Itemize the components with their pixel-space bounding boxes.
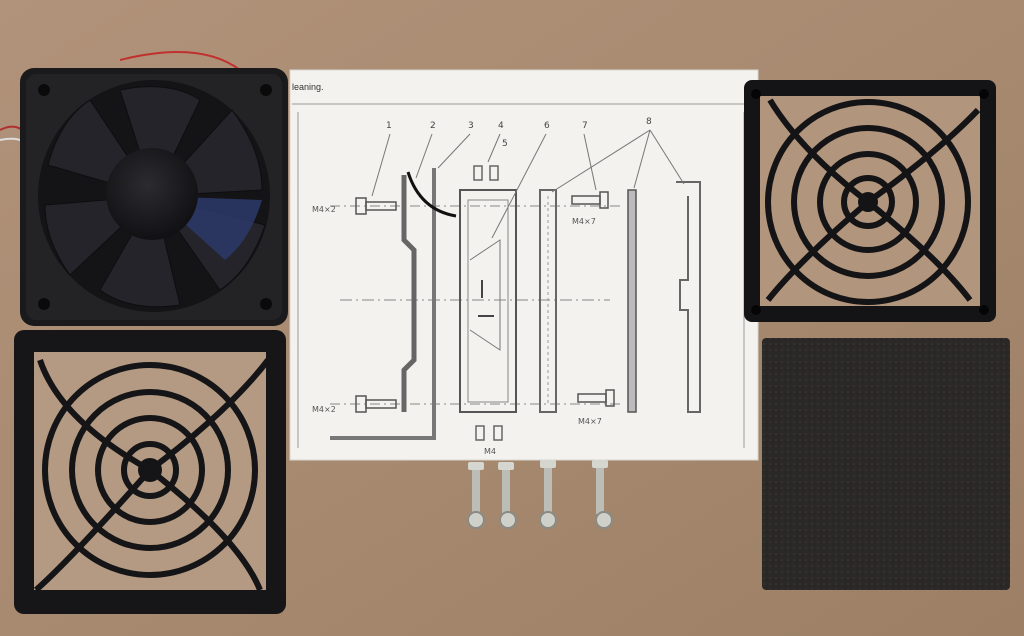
screw-icon: [467, 462, 485, 529]
part-number-7: 7: [582, 121, 588, 131]
callout-screw-right-top: M4×7: [572, 217, 596, 226]
part-number-5: 5: [502, 139, 508, 149]
mounting-screws: [467, 460, 613, 529]
callout-screw-left-top: M4×2: [312, 205, 336, 214]
screw-icon: [592, 460, 613, 529]
screw-icon: [498, 462, 517, 529]
fan-grill-right: [744, 80, 996, 322]
foam-filter: [762, 338, 1010, 590]
part-number-6: 6: [544, 121, 550, 131]
callout-screw-left-bottom: M4×2: [312, 405, 336, 414]
fan-unit: [0, 51, 288, 326]
callout-nut-bottom: M4: [484, 447, 496, 456]
part-number-4: 4: [498, 121, 504, 131]
part-number-8: 8: [646, 117, 652, 127]
callout-screw-right-bottom: M4×7: [578, 417, 602, 426]
part-number-2: 2: [430, 121, 436, 131]
sheet-header-text: leaning.: [292, 82, 324, 92]
fan-grill-left: [14, 330, 286, 614]
screw-icon: [539, 460, 557, 529]
part-number-1: 1: [386, 121, 392, 131]
instruction-sheet: 1 2 3 4 5 6 7 8 M4×2 M4×2 M4×7 M4×7 M4 l…: [289, 69, 759, 461]
part-number-3: 3: [468, 121, 474, 131]
